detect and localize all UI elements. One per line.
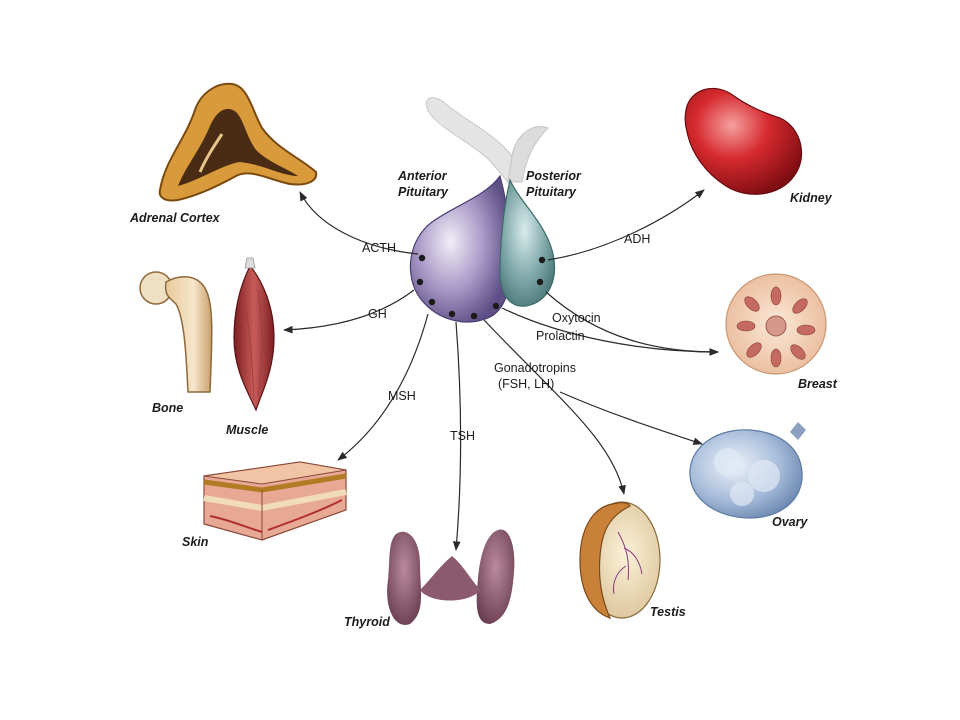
anterior-pituitary-label-line1: Anterior <box>397 169 448 183</box>
thyroid-illustration <box>387 529 515 625</box>
organ-label-ovary: Ovary <box>772 515 808 529</box>
hormone-label-msh: MSH <box>388 389 416 403</box>
posterior-pituitary-label-line1: Posterior <box>526 169 582 183</box>
organ-label-testis: Testis <box>650 605 686 619</box>
breast-illustration <box>725 273 827 375</box>
arrow-gonadotropins-testis <box>483 319 626 495</box>
hormone-label-gonadotropins-line1: Gonadotropins <box>494 361 576 375</box>
organ-label-thyroid: Thyroid <box>344 615 390 629</box>
organ-label-skin: Skin <box>182 535 209 549</box>
organ-label-kidney: Kidney <box>790 191 833 205</box>
arrow-adh <box>547 189 705 261</box>
arrow-prolactin <box>501 307 719 356</box>
testis-illustration <box>579 501 661 620</box>
arrow-tsh <box>452 321 462 551</box>
posterior-pituitary-label-line2: Pituitary <box>526 185 577 199</box>
bone-illustration <box>139 271 213 393</box>
hormone-label-gh: GH <box>368 307 387 321</box>
arrow-msh <box>337 313 429 461</box>
hormone-label-gonadotropins-line2: (FSH, LH) <box>498 377 554 391</box>
hormone-arrows <box>283 189 719 551</box>
organ-label-breast: Breast <box>798 377 838 391</box>
arrow-gh <box>283 289 415 334</box>
organ-label-muscle: Muscle <box>226 423 268 437</box>
skin-illustration <box>203 461 347 541</box>
ovary-illustration <box>689 422 806 519</box>
arrow-oxytocin <box>545 291 719 356</box>
hormone-label-tsh: TSH <box>450 429 475 443</box>
organ-label-adrenal-cortex: Adrenal Cortex <box>129 211 221 225</box>
hormone-label-adh: ADH <box>624 232 650 246</box>
pituitary-gland <box>409 97 556 323</box>
hormone-label-oxytocin: Oxytocin <box>552 311 601 325</box>
organ-label-bone: Bone <box>152 401 183 415</box>
adrenal-cortex-illustration <box>158 82 318 202</box>
pituitary-labels: Anterior Pituitary Posterior Pituitary <box>397 169 582 199</box>
kidney-illustration <box>684 87 803 195</box>
organ-labels: Adrenal Cortex Bone Muscle Skin Thyroid … <box>129 191 838 629</box>
hormone-label-acth: ACTH <box>362 241 396 255</box>
hormone-label-prolactin: Prolactin <box>536 329 585 343</box>
arrow-acth <box>299 191 419 255</box>
hormone-labels: ACTH GH MSH TSH Gonadotropins (FSH, LH) … <box>362 232 650 443</box>
arrow-gonadotropins-ovary <box>559 391 703 445</box>
anterior-pituitary-label-line2: Pituitary <box>398 185 449 199</box>
muscle-illustration <box>233 257 275 412</box>
